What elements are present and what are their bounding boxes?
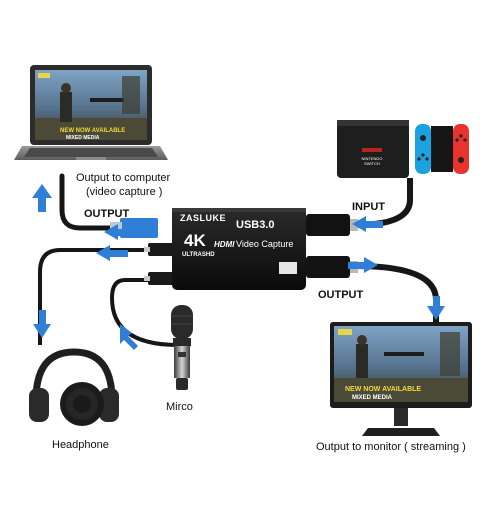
arrow-left-usb (104, 224, 136, 240)
label-output-left: OUTPUT (84, 208, 130, 220)
arrow-up-laptop (32, 184, 52, 212)
label-output-right: OUTPUT (318, 289, 364, 301)
label-output-computer-2: (video capture ) (86, 186, 163, 198)
laptop-banner-1: NEW NOW AVAILABLE (60, 128, 125, 134)
switch-brand: NINTENDO (362, 156, 383, 161)
switch-model: SWITCH (364, 161, 380, 166)
label-monitor: Output to monitor ( streaming ) (316, 441, 466, 453)
monitor-hdmi-cable (354, 263, 439, 322)
laptop-banner-2: MIXED MEDIA (66, 135, 100, 141)
arrow-up-mic (120, 324, 138, 350)
mic-cable (109, 278, 179, 347)
arrow-down-monitor (427, 296, 445, 320)
headphone (29, 348, 119, 426)
capture-device (110, 208, 358, 290)
device-brand: ZASLUKE (180, 213, 226, 223)
device-capture-label: Video Capture (236, 239, 294, 249)
arrow-left-input (352, 216, 383, 232)
monitor-banner-1: NEW NOW AVAILABLE (345, 386, 421, 393)
arrow-left-headphone (96, 245, 128, 261)
monitor-banner-2: MIXED MEDIA (352, 395, 393, 401)
label-output-computer-1: Output to computer (76, 172, 171, 184)
arrow-right-output (348, 257, 378, 273)
nintendo-switch: NINTENDO SWITCH (337, 120, 469, 178)
device-usb-label: USB3.0 (236, 219, 275, 231)
label-headphone: Headphone (52, 439, 109, 451)
microphone (171, 305, 193, 390)
arrow-down-headphone (33, 310, 51, 338)
monitor: NEW NOW AVAILABLE MIXED MEDIA (330, 322, 472, 436)
device-hdmi-label: HDMI (214, 240, 235, 249)
label-input: INPUT (352, 201, 385, 213)
device-ultrashd-label: ULTRASHD (182, 252, 215, 258)
laptop: NEW NOW AVAILABLE MIXED MEDIA (14, 65, 168, 160)
device-4k-label: 4K (184, 231, 206, 250)
usb-cable (59, 173, 123, 231)
headphone-cable (38, 248, 150, 345)
label-mic: Mirco (166, 401, 193, 413)
